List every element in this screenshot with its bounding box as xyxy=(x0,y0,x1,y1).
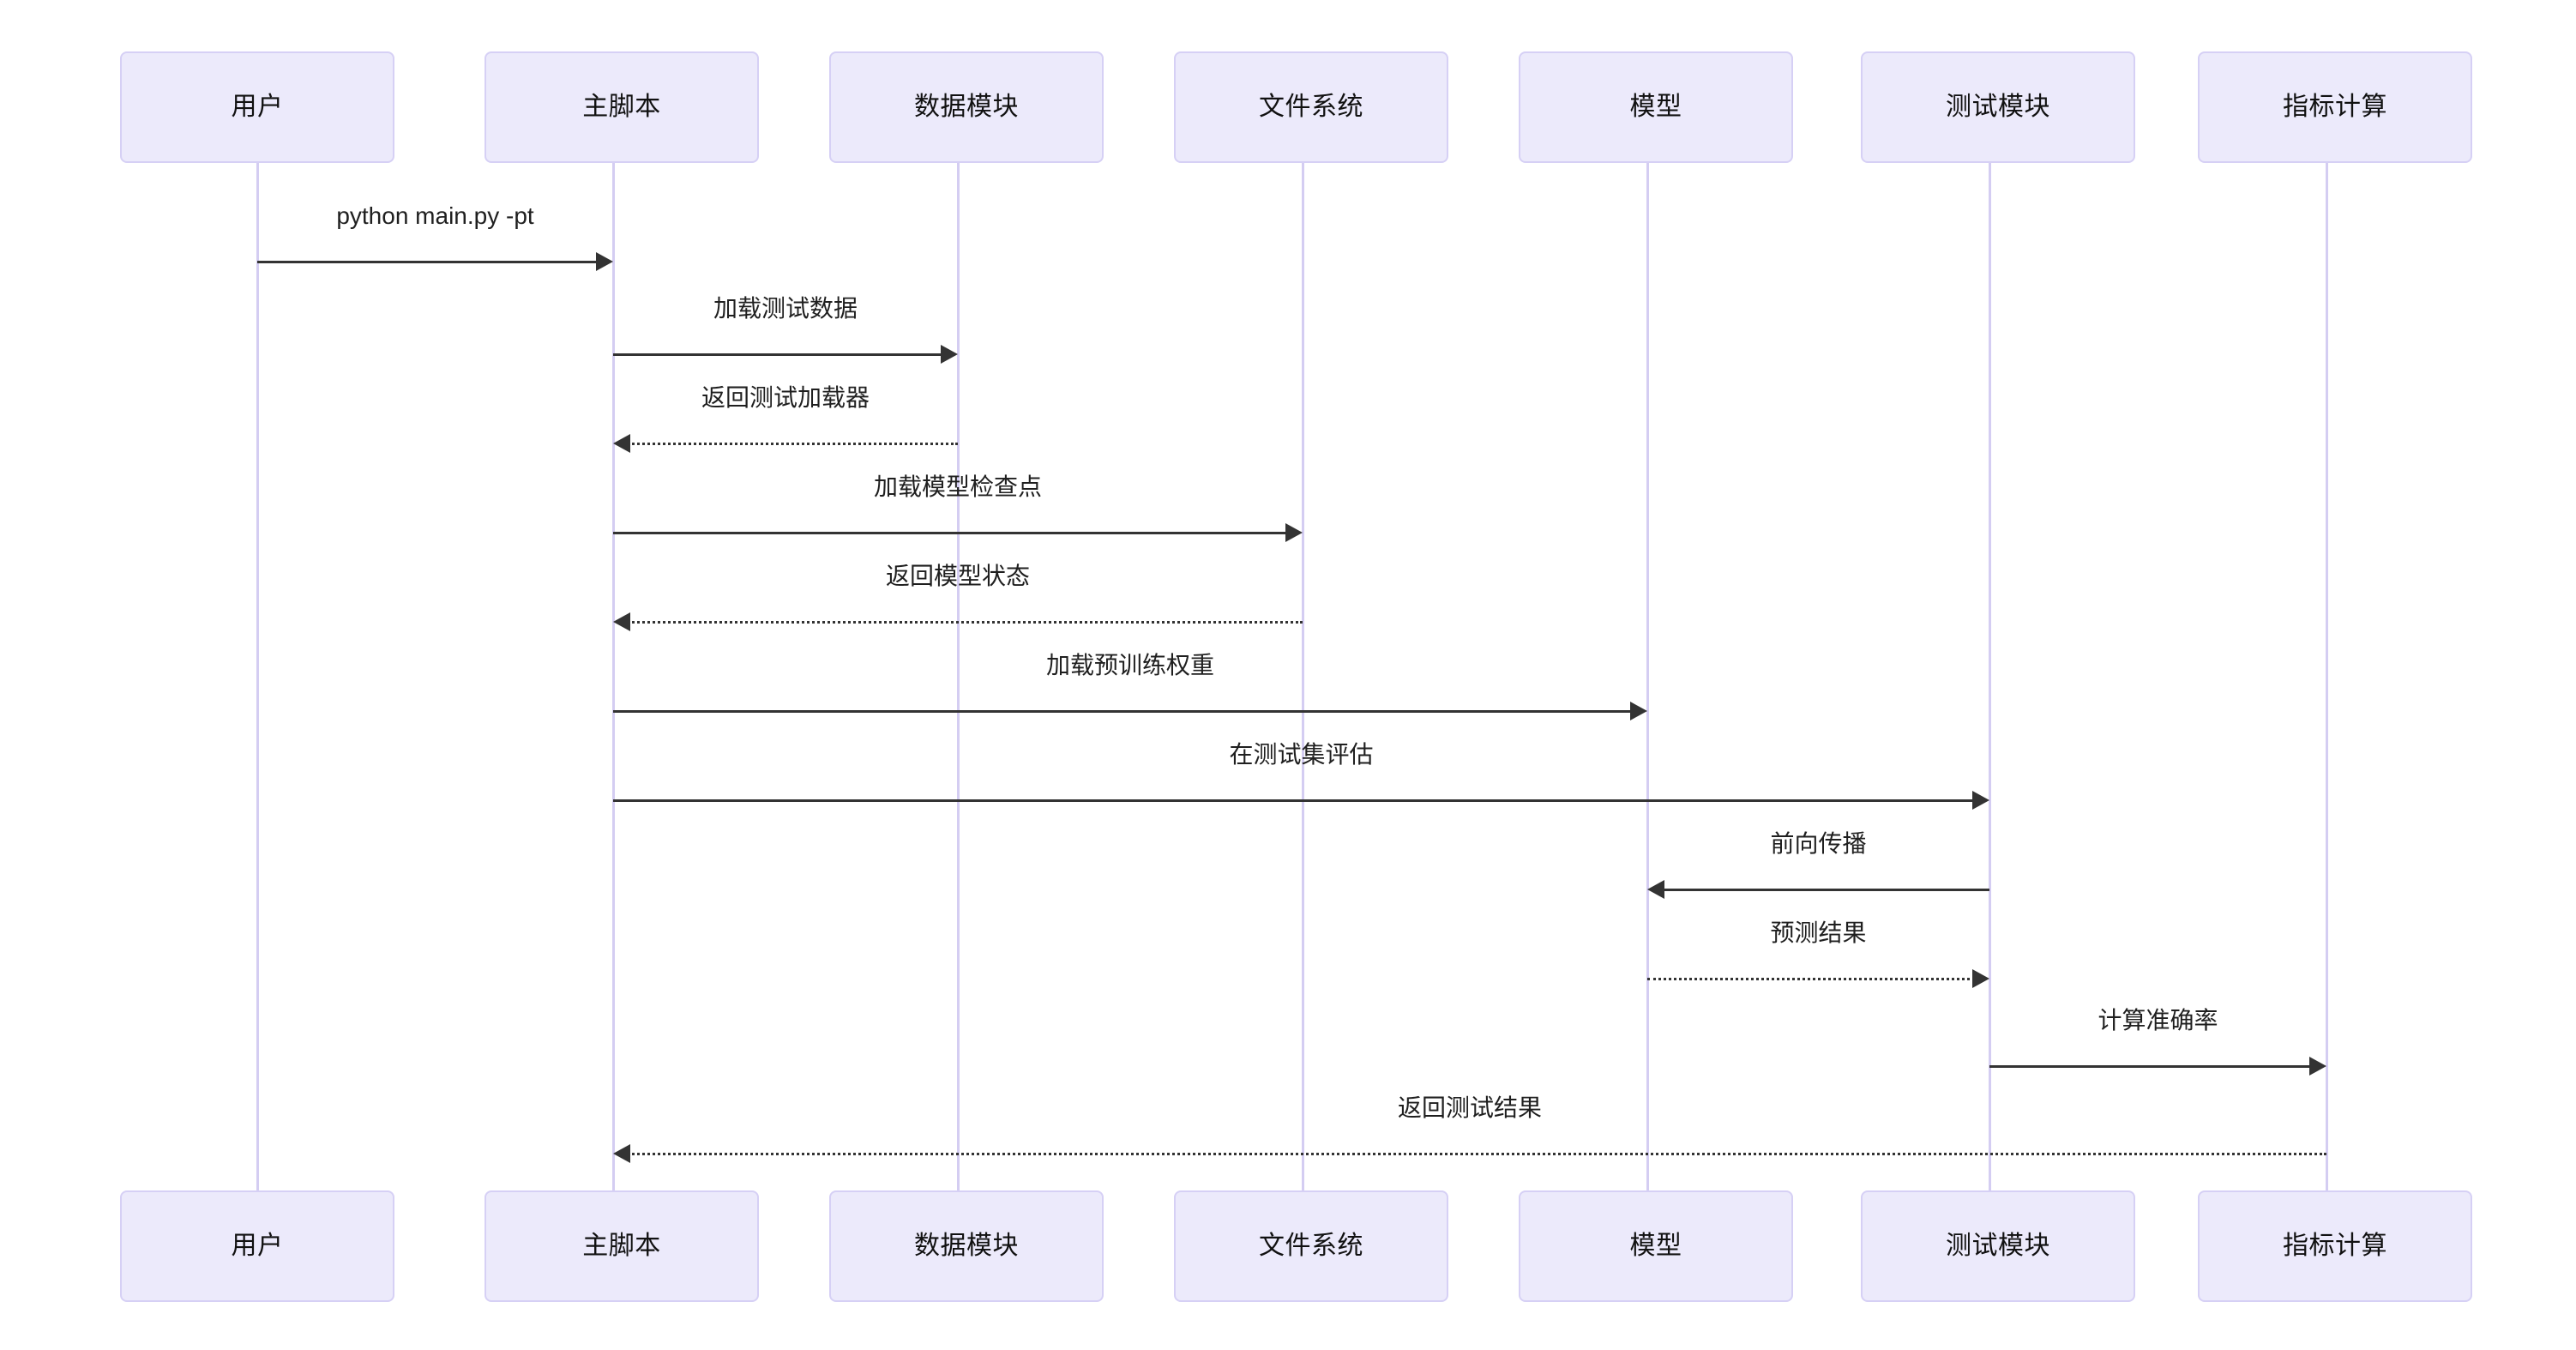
lifeline-main xyxy=(612,163,615,1190)
lifeline-model xyxy=(1646,163,1649,1190)
message-label-7: 在测试集评估 xyxy=(1229,741,1374,768)
message-line-5 xyxy=(628,621,1303,624)
message-label-4: 加载模型检查点 xyxy=(873,473,1043,500)
participant-top-fs[interactable]: 文件系统 xyxy=(1174,51,1448,163)
message-label-8: 前向传播 xyxy=(1770,830,1867,857)
participant-label: 数据模块 xyxy=(914,1232,1019,1260)
message-label-9: 预测结果 xyxy=(1770,919,1867,946)
participant-bottom-test[interactable]: 测试模块 xyxy=(1861,1190,2135,1302)
arrow-head-5 xyxy=(613,612,630,631)
participant-label: 用户 xyxy=(231,1232,284,1260)
message-line-3 xyxy=(628,443,958,445)
lifeline-metrics xyxy=(2326,163,2328,1190)
participant-top-data[interactable]: 数据模块 xyxy=(829,51,1104,163)
arrow-head-3 xyxy=(613,434,630,453)
message-label-5: 返回模型状态 xyxy=(885,563,1031,589)
arrow-head-8 xyxy=(1647,880,1664,899)
participant-top-user[interactable]: 用户 xyxy=(120,51,394,163)
lifeline-fs xyxy=(1302,163,1304,1190)
participant-label: 指标计算 xyxy=(2283,93,2387,121)
arrow-head-6 xyxy=(1630,702,1647,720)
message-line-7 xyxy=(613,799,1975,802)
message-label-10: 计算准确率 xyxy=(2098,1007,2218,1034)
participant-bottom-model[interactable]: 模型 xyxy=(1519,1190,1793,1302)
message-line-6 xyxy=(613,710,1633,713)
message-label-2: 加载测试数据 xyxy=(713,295,858,322)
arrow-head-4 xyxy=(1285,523,1303,542)
message-label-11: 返回测试结果 xyxy=(1397,1094,1543,1121)
participant-bottom-user[interactable]: 用户 xyxy=(120,1190,394,1302)
message-line-10 xyxy=(1989,1065,2312,1068)
participant-label: 指标计算 xyxy=(2283,1232,2387,1260)
participant-bottom-fs[interactable]: 文件系统 xyxy=(1174,1190,1448,1302)
message-line-11 xyxy=(628,1153,2326,1155)
arrow-head-9 xyxy=(1972,969,1989,988)
participant-label: 模型 xyxy=(1629,93,1682,121)
message-line-4 xyxy=(613,532,1288,534)
participant-label: 数据模块 xyxy=(914,93,1019,121)
message-line-2 xyxy=(613,353,943,356)
arrow-head-11 xyxy=(613,1144,630,1163)
arrow-head-10 xyxy=(2309,1057,2326,1076)
arrow-head-7 xyxy=(1972,791,1989,810)
message-label-3: 返回测试加载器 xyxy=(701,384,870,411)
message-label-1: python main.py -pt xyxy=(336,202,534,229)
participant-label: 用户 xyxy=(231,93,284,121)
participant-label: 文件系统 xyxy=(1259,1232,1363,1260)
participant-label: 主脚本 xyxy=(582,1232,661,1260)
lifeline-data xyxy=(957,163,960,1190)
participant-bottom-data[interactable]: 数据模块 xyxy=(829,1190,1104,1302)
participant-top-main[interactable]: 主脚本 xyxy=(485,51,759,163)
participant-top-test[interactable]: 测试模块 xyxy=(1861,51,2135,163)
participant-top-model[interactable]: 模型 xyxy=(1519,51,1793,163)
message-label-6: 加载预训练权重 xyxy=(1045,652,1215,678)
participant-label: 主脚本 xyxy=(582,93,661,121)
message-line-8 xyxy=(1662,889,1989,891)
participant-label: 测试模块 xyxy=(1946,1232,2050,1260)
arrow-head-1 xyxy=(596,252,613,271)
participant-label: 文件系统 xyxy=(1259,93,1363,121)
message-line-1 xyxy=(257,261,599,263)
lifeline-user xyxy=(256,163,259,1190)
participant-bottom-metrics[interactable]: 指标计算 xyxy=(2198,1190,2472,1302)
participant-bottom-main[interactable]: 主脚本 xyxy=(485,1190,759,1302)
participant-label: 模型 xyxy=(1629,1232,1682,1260)
participant-top-metrics[interactable]: 指标计算 xyxy=(2198,51,2472,163)
participant-label: 测试模块 xyxy=(1946,93,2050,121)
arrow-head-2 xyxy=(941,345,958,364)
lifeline-test xyxy=(1989,163,1991,1190)
message-line-9 xyxy=(1647,978,1975,980)
